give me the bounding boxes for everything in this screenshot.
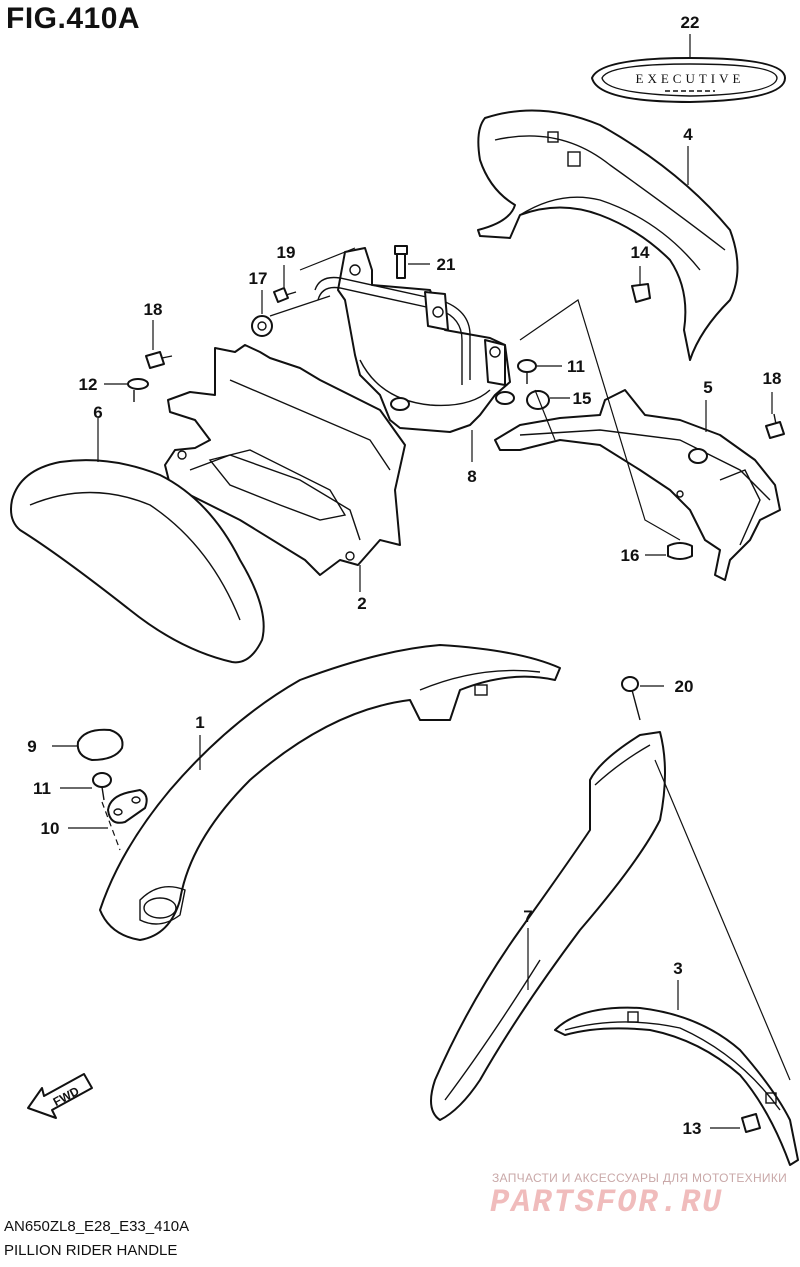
- callout-22: 22: [681, 13, 700, 32]
- part-22-emblem[interactable]: EXECUTIVE: [591, 57, 786, 103]
- callout-6: 6: [93, 403, 102, 422]
- callout-2: 2: [357, 594, 366, 613]
- emblem-text: EXECUTIVE: [636, 71, 745, 86]
- part-11-bolt-lower[interactable]: [92, 772, 112, 801]
- callout-14: 14: [631, 243, 650, 262]
- watermark-tagline: ЗАПЧАСТИ И АКСЕССУАРЫ ДЛЯ МОТОТЕХНИКИ: [492, 1171, 788, 1185]
- part-9-cap[interactable]: [76, 728, 124, 761]
- callout-7: 7: [523, 907, 532, 926]
- part-8-frame[interactable]: [314, 247, 515, 433]
- part-5-bracket[interactable]: [494, 389, 781, 581]
- callout-9: 9: [27, 737, 36, 756]
- callout-8: 8: [467, 467, 476, 486]
- callout-10: 10: [41, 819, 60, 838]
- part-10-plate[interactable]: [107, 789, 148, 824]
- callout-18-left: 18: [144, 300, 163, 319]
- part-17-grommet[interactable]: [251, 315, 273, 337]
- callout-17: 17: [249, 269, 268, 288]
- part-18-clip-left[interactable]: [145, 351, 173, 369]
- callout-11-lower: 11: [33, 779, 51, 798]
- callout-13: 13: [683, 1119, 702, 1138]
- part-18-clip-right[interactable]: [765, 413, 785, 439]
- callout-5: 5: [703, 378, 712, 397]
- callout-21: 21: [437, 255, 456, 274]
- callout-11-top: 11: [567, 357, 585, 376]
- part-12-screw[interactable]: [127, 378, 149, 402]
- callout-20: 20: [675, 677, 694, 696]
- part-19-screw[interactable]: [273, 287, 297, 303]
- callout-3: 3: [673, 959, 682, 978]
- part-1-left-handle[interactable]: [99, 644, 561, 941]
- figure-title: FIG.410A: [6, 2, 141, 35]
- callout-19: 19: [277, 243, 296, 262]
- part-13-clip[interactable]: [741, 1113, 761, 1133]
- part-14-nut[interactable]: [631, 283, 651, 303]
- part-2-inner-panel[interactable]: [164, 344, 406, 576]
- callout-18-right: 18: [763, 369, 782, 388]
- part-4-cover[interactable]: [477, 109, 739, 361]
- part-7-right-handle[interactable]: [430, 731, 666, 1121]
- part-6-seat-pad[interactable]: [10, 459, 265, 664]
- part-11-bolt-top[interactable]: [517, 359, 537, 384]
- callout-16: 16: [621, 546, 640, 565]
- figure-description: PILLION RIDER HANDLE: [4, 1242, 178, 1259]
- part-16-grommet[interactable]: [667, 542, 693, 560]
- callout-4: 4: [683, 125, 693, 144]
- callout-15: 15: [573, 389, 592, 408]
- watermark-logo: PARTSFOR.RU: [490, 1184, 724, 1221]
- part-3-trim[interactable]: [554, 1006, 799, 1166]
- part-20-screw[interactable]: [621, 676, 641, 721]
- part-15-grommet[interactable]: [526, 390, 550, 410]
- callout-1: 1: [195, 713, 204, 732]
- part-21-bolt[interactable]: [394, 245, 408, 279]
- fwd-arrow-icon: FWD: [27, 1073, 93, 1119]
- callout-12: 12: [79, 375, 98, 394]
- model-code: AN650ZL8_E28_E33_410A: [4, 1218, 190, 1235]
